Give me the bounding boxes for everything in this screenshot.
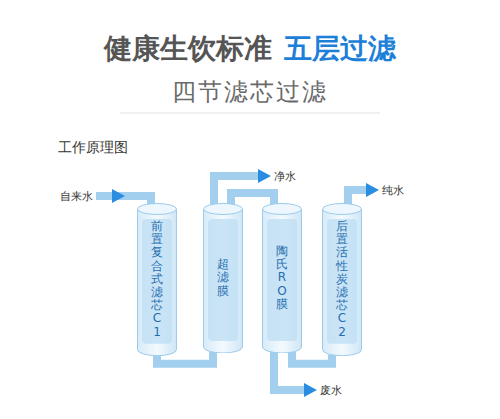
arrow-head [366, 183, 379, 197]
cartridge-name: 后置活性炭滤芯C2 [336, 220, 348, 339]
outer-pipes [96, 176, 368, 390]
divider-line [120, 113, 380, 114]
title: 健康生饮标准 [104, 30, 272, 68]
cylinder-body [263, 209, 302, 353]
water-fill [327, 219, 357, 344]
filter-cartridge: 超滤膜 [203, 203, 243, 353]
filter-cartridge: 前置复合式滤芯C1 [137, 203, 177, 356]
outlet-label: 净水 [274, 169, 296, 184]
title-row: 健康生饮标准五层过滤 [0, 30, 500, 68]
cylinder-body [323, 209, 362, 356]
arrow-head [258, 169, 271, 183]
cartridge-name: 前置复合式滤芯C1 [151, 220, 163, 339]
inlet-label: 自来水 [60, 189, 93, 204]
connecting-pipe [231, 193, 274, 206]
water-fill [208, 219, 238, 341]
filter-cartridge: 后置活性炭滤芯C2 [322, 203, 362, 356]
water-fill [267, 219, 297, 341]
cartridge-name: 陶氏RO膜 [276, 245, 288, 311]
water-fill [142, 219, 172, 344]
cylinder-top [323, 204, 362, 215]
cylinder-body [204, 209, 243, 353]
cylinder-top [204, 204, 243, 215]
cylinder-top [263, 204, 302, 215]
outlet-label: 废水 [320, 383, 342, 398]
outlet-label: 纯水 [382, 183, 404, 198]
arrow-head [112, 189, 125, 203]
cylinder-body [138, 209, 177, 356]
section-heading: 工作原理图 [58, 139, 128, 157]
inlet-pipe [96, 196, 151, 206]
subtitle: 四节滤芯过滤 [172, 76, 328, 108]
filter-cartridge: 陶氏RO膜 [262, 203, 302, 353]
title-highlight: 五层过滤 [284, 30, 396, 68]
connecting-pipe [292, 352, 332, 364]
cylinder-top [138, 204, 177, 215]
flow-arrows [112, 169, 379, 397]
arrow-head [304, 383, 317, 397]
cartridge-name: 超滤膜 [217, 258, 229, 298]
